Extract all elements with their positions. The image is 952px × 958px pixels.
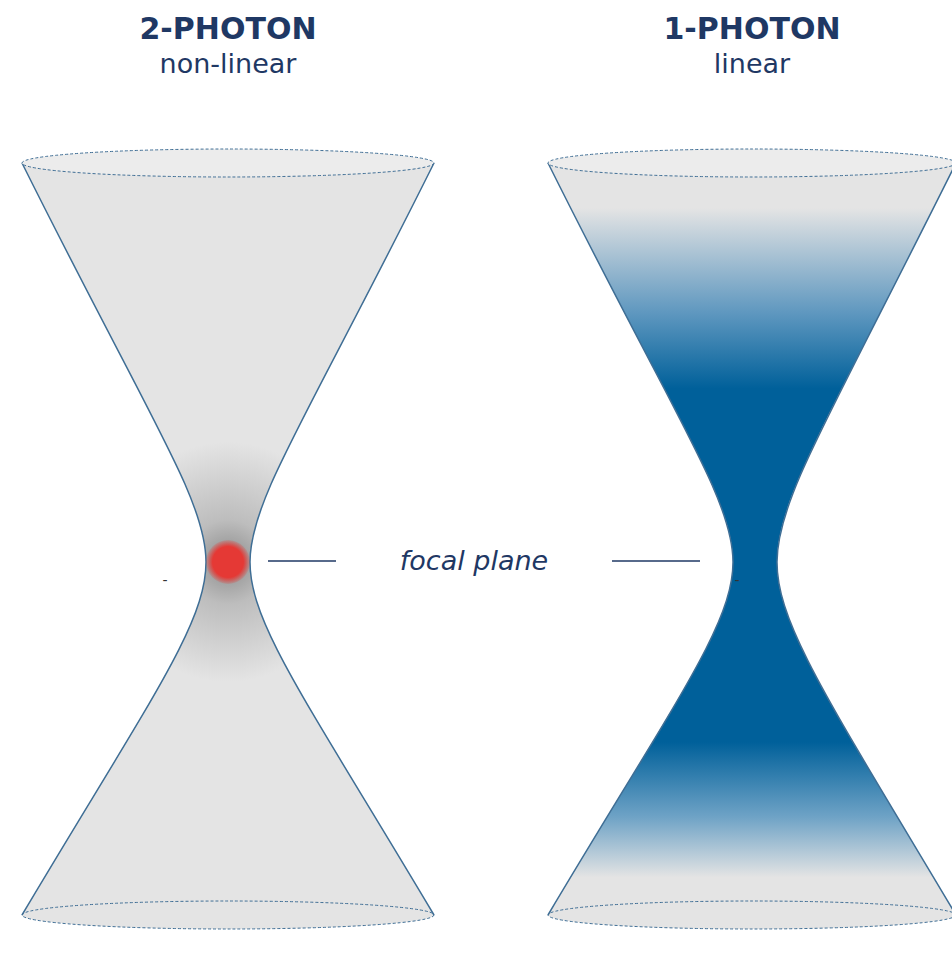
excitation-spot — [206, 540, 250, 584]
beam-edge — [548, 163, 733, 915]
beam-aperture — [548, 901, 952, 929]
column-heading: 1-PHOTON — [664, 12, 841, 47]
beam-edge — [22, 163, 206, 915]
beam-aperture — [22, 901, 434, 929]
tick-mark: - — [734, 572, 739, 588]
column-subheading: linear — [714, 48, 790, 79]
column-subheading: non-linear — [160, 48, 297, 79]
column-heading: 2-PHOTON — [140, 12, 317, 47]
leader-line — [268, 560, 336, 562]
beam-edge — [250, 163, 434, 915]
focal-plane-label: focal plane — [396, 545, 552, 576]
beam-aperture — [548, 149, 952, 177]
leader-line — [612, 560, 700, 562]
beam-edge — [777, 163, 952, 915]
tick-mark: - — [162, 572, 167, 588]
beam-aperture — [22, 149, 434, 177]
beam-fill — [548, 163, 952, 929]
beam-fill — [22, 163, 434, 929]
